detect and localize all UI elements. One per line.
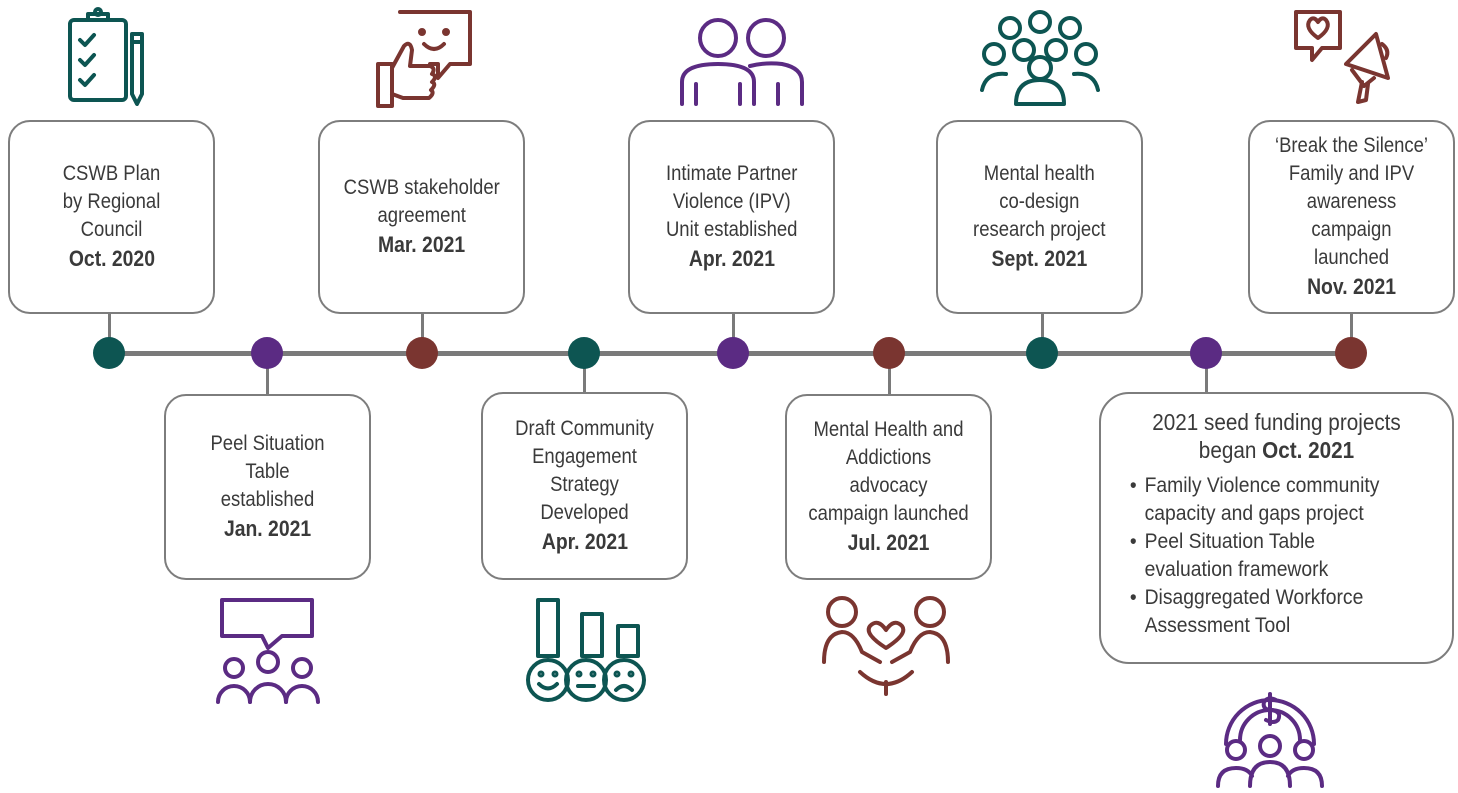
milestone-title: Draft Community Engagement Strategy Deve… [515,417,654,524]
bullet-icon: • [1129,530,1137,553]
feedback-faces-icon [526,598,646,702]
bullet-icon: • [1129,586,1137,609]
seed-funding-item: • Family Violence community capacity and … [1117,472,1410,528]
milestone-title: Peel Situation Table established [210,432,325,511]
timeline-connector [420,314,424,353]
timeline-connector [265,353,269,394]
milestone-card-break-the-silence: ‘Break the Silence’ Family and IPV aware… [1248,120,1455,314]
milestone-title: Mental health co-design research project [973,162,1106,241]
milestone-card-engagement-strategy: Draft Community Engagement Strategy Deve… [481,392,688,580]
timeline-marker [93,337,125,369]
milestone-card-peel-situation-table: Peel Situation Table established Jan. 20… [164,394,371,580]
seed-funding-item-text: Family Violence community capacity and g… [1144,474,1380,525]
milestone-date: Oct. 2020 [68,246,155,271]
seed-funding-item: • Peel Situation Table evaluation framewo… [1117,528,1410,584]
milestone-date: Apr. 2021 [541,529,628,554]
timeline-marker [1026,337,1058,369]
milestone-card-mha-campaign: Mental Health and Addictions advocacy ca… [785,394,992,580]
seed-funding-heading-text: 2021 seed funding projects began [1152,409,1401,463]
seed-funding-item-text: Disaggregated Workforce Assessment Tool [1144,586,1364,637]
milestone-card-stakeholder-agreement: CSWB stakeholder agreement Mar. 2021 [318,120,525,314]
timeline-marker [406,337,438,369]
milestone-date: Nov. 2021 [1307,274,1396,299]
caring-hands-heart-icon [822,596,950,696]
two-people-icon [680,18,804,106]
seed-funding-date: Oct. 2021 [1262,437,1355,463]
seed-funding-card: 2021 seed funding projects began Oct. 20… [1099,392,1454,664]
milestone-card-codesign-research: Mental health co-design research project… [936,120,1143,314]
seed-funding-list: • Family Violence community capacity and … [1117,472,1436,640]
megaphone-heart-icon [1294,10,1390,104]
timeline-marker [873,337,905,369]
clipboard-checklist-icon [68,7,144,106]
milestone-title: ‘Break the Silence’ Family and IPV aware… [1274,134,1429,269]
timeline-marker [251,337,283,369]
timeline-connector [1349,314,1353,353]
timeline-connector [1204,353,1208,392]
group-discussion-icon [216,598,320,704]
bullet-icon: • [1129,474,1137,497]
milestone-date: Mar. 2021 [377,232,466,257]
milestone-title: CSWB Plan by Regional Council [62,162,161,241]
milestone-title: CSWB stakeholder agreement [343,176,500,227]
milestone-date: Jul. 2021 [847,530,930,555]
milestone-date: Sept. 2021 [991,246,1088,271]
timeline-connector [887,353,891,394]
timeline-connector [582,353,586,392]
milestone-date: Apr. 2021 [688,246,775,271]
milestone-title: Intimate Partner Violence (IPV) Unit est… [665,162,798,241]
thumbs-up-chat-icon [376,10,472,108]
milestone-card-cswb-plan: CSWB Plan by Regional Council Oct. 2020 [8,120,215,314]
crowd-icon [980,10,1100,106]
funding-community-icon [1216,692,1324,788]
seed-funding-item-text: Peel Situation Table evaluation framewor… [1144,530,1329,581]
timeline-marker [1190,337,1222,369]
timeline-connector [731,314,735,353]
milestone-card-ipv-unit: Intimate Partner Violence (IPV) Unit est… [628,120,835,314]
seed-funding-heading: 2021 seed funding projects began Oct. 20… [1133,408,1420,464]
milestone-title: Mental Health and Addictions advocacy ca… [808,418,969,525]
seed-funding-item: • Disaggregated Workforce Assessment Tool [1117,584,1410,640]
timeline-marker [568,337,600,369]
timeline-connector [107,314,111,353]
timeline-marker [1335,337,1367,369]
timeline-connector [1040,314,1044,353]
timeline-marker [717,337,749,369]
milestone-date: Jan. 2021 [223,516,312,541]
